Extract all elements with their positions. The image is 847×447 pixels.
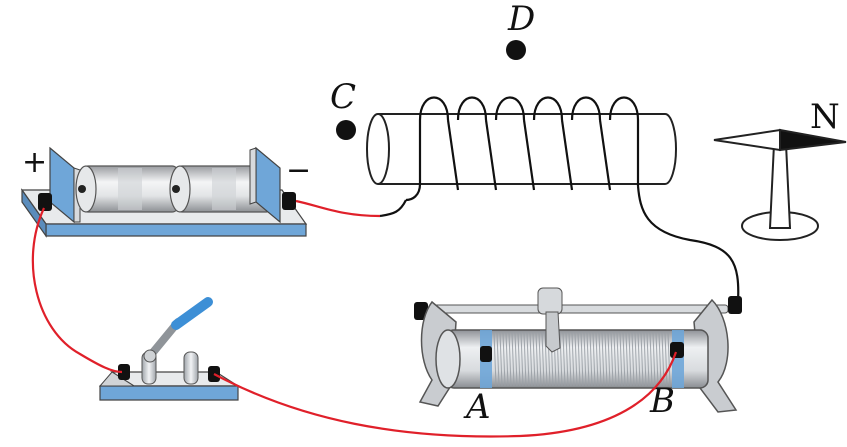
rheostat-winding-line (607, 331, 611, 387)
compass-needle-north (779, 128, 847, 152)
rheostat-winding-line (493, 331, 497, 387)
rheostat-terminal-b (670, 342, 684, 358)
rheostat-winding-line (643, 331, 647, 387)
rheostat-winding-line (658, 331, 662, 387)
rheostat-slide-rail (429, 304, 729, 314)
rheostat-winding-line (637, 331, 641, 387)
battery-base-front (45, 223, 307, 237)
rheostat-winding (493, 331, 671, 387)
wire-switch-to-rheostat-b (213, 351, 678, 438)
rheostat-winding-line (598, 331, 602, 387)
rheostat-winding-line (496, 331, 500, 387)
switch (98, 297, 241, 401)
battery-negative-sign: − (286, 153, 311, 188)
switch-terminal-left (118, 364, 130, 380)
rheostat-winding-line (529, 331, 533, 387)
rheostat-winding-line (532, 331, 536, 387)
rheostat-slider (537, 287, 563, 353)
rheostat-winding-line (559, 331, 563, 387)
rheostat-winding-line (589, 331, 593, 387)
battery-positive-terminal (38, 193, 52, 211)
switch-post-right (183, 351, 199, 385)
rheostat-winding-line (541, 331, 545, 387)
rheostat-terminal-a (480, 346, 492, 362)
wire-battery-neg-to-solenoid (295, 199, 381, 218)
rheostat-winding-line (613, 331, 617, 387)
point-c-dot (336, 120, 356, 140)
rheostat-winding-line (655, 331, 659, 387)
rheostat-winding-line (508, 331, 512, 387)
rheostat-winding-line (619, 331, 623, 387)
compass-stand-post (768, 143, 792, 229)
rheostat-winding-line (628, 331, 632, 387)
rheostat-winding-line (544, 331, 548, 387)
rheostat-winding-line (604, 331, 608, 387)
point-d-label: D (507, 0, 535, 39)
battery-box: + − (20, 145, 311, 238)
rheostat: A B (414, 287, 742, 427)
rheostat-winding-line (499, 331, 503, 387)
rheostat-winding-line (586, 331, 590, 387)
solenoid-coil (379, 96, 740, 303)
rheostat-winding-line (535, 331, 539, 387)
rheostat-winding-line (631, 331, 635, 387)
rheostat-winding-line (580, 331, 584, 387)
rheostat-winding-line (514, 331, 518, 387)
compass-needle-south (713, 128, 781, 152)
solenoid-tube (378, 113, 677, 185)
battery-positive-sign: + (22, 145, 47, 180)
rheostat-winding-line (667, 331, 671, 387)
rheostat-winding-line (523, 331, 527, 387)
red-wires (31, 199, 678, 438)
compass: N (713, 97, 847, 241)
rheostat-winding-line (511, 331, 515, 387)
rheostat-winding-line (571, 331, 575, 387)
wire-battery-pos-to-switch (31, 207, 123, 374)
rheostat-label-b: B (649, 381, 675, 421)
rheostat-winding-line (649, 331, 653, 387)
point-d-dot (506, 40, 526, 60)
point-c-label: C (330, 77, 356, 117)
switch-base-front (99, 385, 239, 401)
rheostat-winding-line (577, 331, 581, 387)
rheostat-winding-line (622, 331, 626, 387)
battery-base-side (21, 188, 47, 238)
rheostat-winding-line (625, 331, 629, 387)
rheostat-winding-line (592, 331, 596, 387)
rheostat-winding-line (505, 331, 509, 387)
rheostat-winding-line (568, 331, 572, 387)
rheostat-winding-line (595, 331, 599, 387)
rheostat-winding-line (502, 331, 506, 387)
compass-north-label: N (810, 97, 840, 137)
solenoid (366, 96, 740, 303)
battery-cell-2 (169, 165, 273, 213)
rheostat-winding-line (610, 331, 614, 387)
switch-lever (143, 297, 213, 363)
rheostat-winding-line (640, 331, 644, 387)
rheostat-rail-terminal-right (728, 296, 742, 314)
rheostat-winding-line (520, 331, 524, 387)
rheostat-winding-line (646, 331, 650, 387)
battery-right-plate-face (249, 147, 257, 205)
rheostat-winding-line (538, 331, 542, 387)
rheostat-winding-line (616, 331, 620, 387)
rheostat-winding-line (517, 331, 521, 387)
rheostat-winding-line (601, 331, 605, 387)
rheostat-winding-line (634, 331, 638, 387)
rheostat-label-a: A (463, 387, 491, 427)
rheostat-winding-line (583, 331, 587, 387)
battery-cell-1 (75, 165, 179, 213)
rheostat-winding-line (526, 331, 530, 387)
rheostat-winding-line (664, 331, 668, 387)
solenoid-end (366, 113, 390, 185)
rheostat-winding-line (565, 331, 569, 387)
rheostat-winding-line (652, 331, 656, 387)
rheostat-winding-line (574, 331, 578, 387)
battery-negative-terminal (282, 192, 296, 210)
rheostat-winding-line (562, 331, 566, 387)
